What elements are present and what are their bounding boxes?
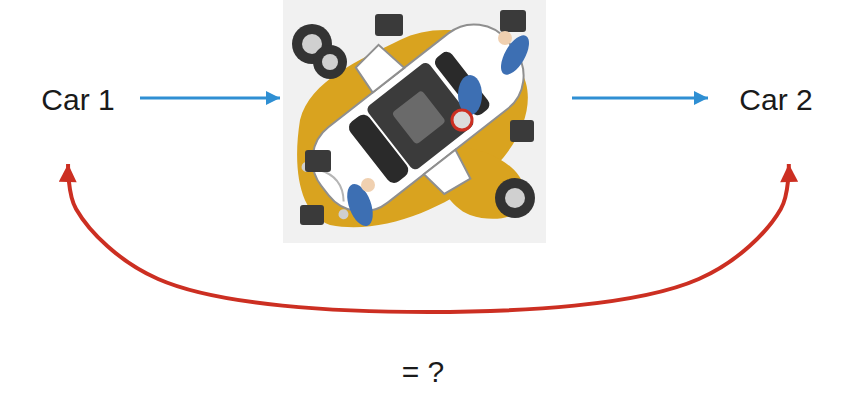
mechanic (342, 178, 378, 229)
sunroof (392, 90, 447, 145)
blue-arrow (572, 97, 708, 100)
mechanic (495, 31, 534, 79)
blue-arrow (140, 97, 280, 100)
mechanic (452, 75, 482, 130)
tire (495, 178, 535, 218)
open-door (352, 41, 404, 92)
text-node: Car 2 (712, 78, 840, 164)
equation-label: = ? (323, 352, 523, 392)
tire (313, 45, 347, 79)
text-node: Car 1 (16, 78, 140, 164)
car-top-view (271, 0, 561, 257)
headlight (336, 207, 350, 221)
connector-layer (68, 164, 789, 312)
car-repair-illustration (271, 0, 561, 257)
open-door (424, 150, 475, 200)
node-label: Car 2 (712, 78, 840, 122)
illustration-background (283, 0, 546, 243)
car-body (295, 8, 540, 229)
rear-window (432, 49, 492, 118)
red-curved-arrow (68, 164, 789, 312)
toolbox (300, 10, 534, 225)
node-label: Car 1 (16, 78, 140, 122)
